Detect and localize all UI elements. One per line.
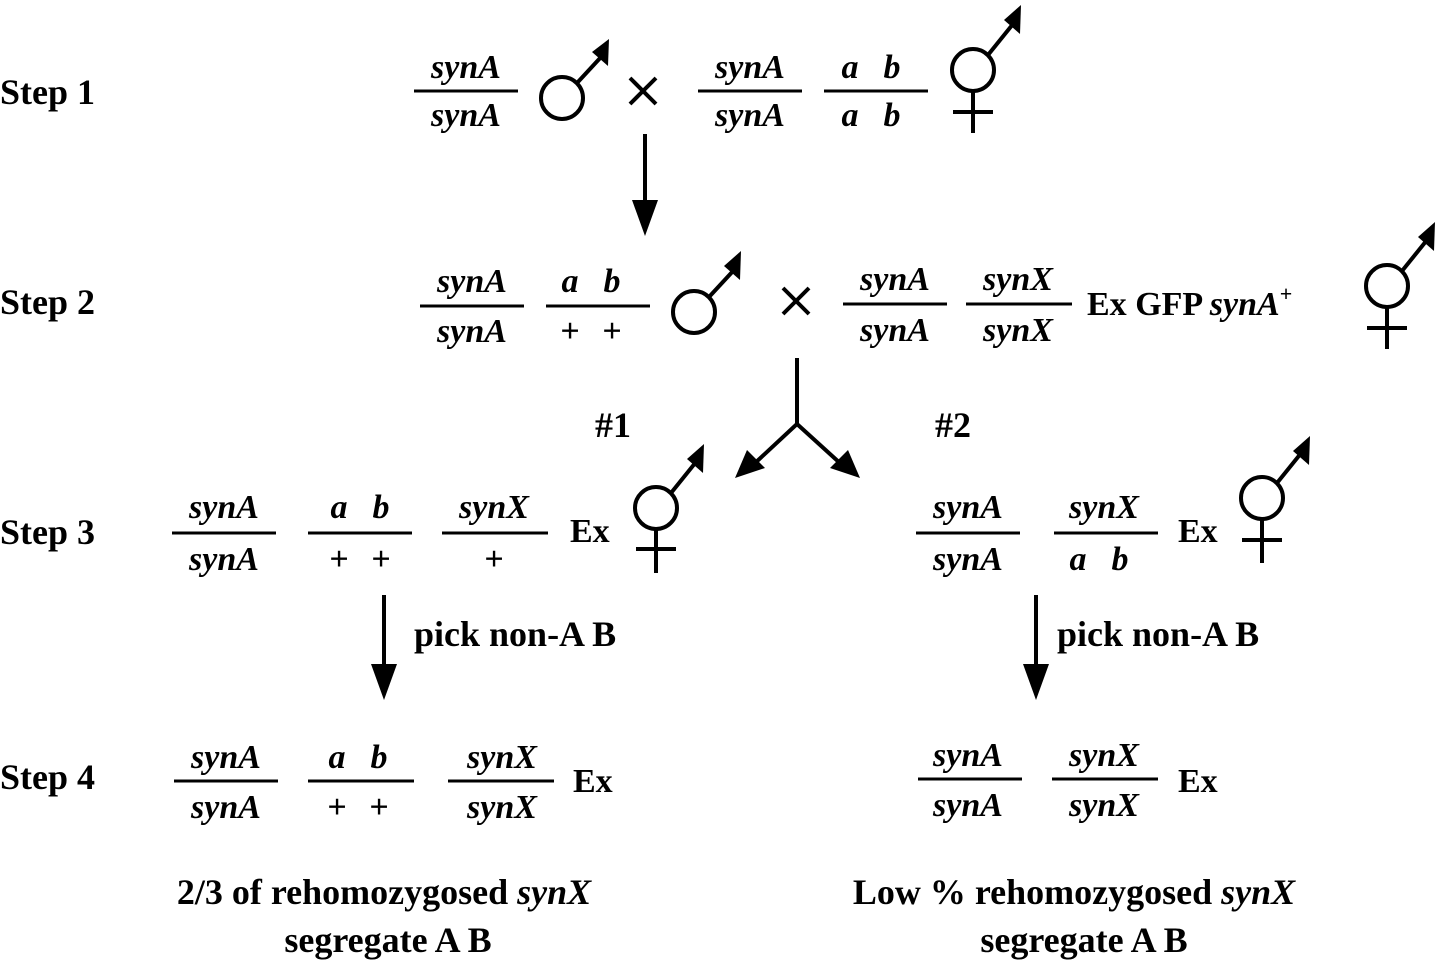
step-2-hermaphrodite-genotype-syn-x: synX synX: [966, 261, 1072, 349]
branch-1-label: #1: [595, 405, 631, 445]
gene-label: synA: [714, 97, 785, 134]
gene-label: +: [560, 313, 579, 350]
branch-arrows-icon: [735, 358, 860, 478]
gene-label: +: [329, 541, 348, 578]
gene-label: synA: [859, 312, 930, 349]
step-3-branch-2-genotype-syn-x: synX a b: [1054, 489, 1158, 578]
gene-label: b: [1112, 541, 1129, 578]
gene-label: synA: [932, 541, 1003, 578]
gene-label: a: [842, 97, 859, 134]
step-3-branch-1-genotype-syn-a: synA synA: [172, 489, 276, 578]
step-3-branch-2-genotype-syn-a: synA synA: [916, 489, 1020, 578]
hermaphrodite-symbol-icon: [950, 5, 1021, 133]
step-2-label: Step 2: [0, 282, 95, 322]
extrachromosomal-array-label: Ex: [1178, 513, 1218, 550]
gene-label: synA: [859, 261, 930, 298]
step-2-hermaphrodite-genotype-syn-a: synA synA: [843, 261, 947, 349]
step-4-label: Step 4: [0, 757, 95, 797]
gene-label: synA: [430, 97, 501, 134]
hermaphrodite-symbol-icon: [1364, 222, 1435, 349]
result-branch-1-line-2: segregate A B: [284, 920, 491, 960]
gene-label: +: [484, 541, 503, 578]
gene-label: a: [562, 263, 579, 300]
gene-label: synA: [436, 313, 507, 350]
gene-label: a: [1070, 541, 1087, 578]
gene-label: synA: [188, 541, 259, 578]
step-4-branch-1-genotype-syn-a: synA synA: [174, 739, 278, 826]
extrachromosomal-array-label: Ex: [570, 513, 610, 550]
step-3-branch-1-genotype-ab: a b + +: [308, 489, 412, 578]
branch-2-label: #2: [935, 405, 971, 445]
step-1-hermaphrodite-genotype-syn: synA synA: [698, 49, 802, 134]
result-branch-2-line-1: Low % rehomozygosed synX: [853, 872, 1296, 912]
hermaphrodite-symbol-icon: [1239, 436, 1310, 563]
step-4-branch-1-genotype-syn-x: synX synX: [448, 739, 554, 826]
cross-icon: [628, 76, 658, 106]
step-3-branch-1-genotype-syn-x: synX +: [442, 489, 548, 578]
gene-label: synA: [190, 739, 261, 776]
gene-label: synX: [982, 312, 1054, 349]
pick-instruction-branch-2: pick non-A B: [1057, 614, 1259, 654]
pick-instruction-branch-1: pick non-A B: [414, 614, 616, 654]
gene-label: +: [371, 541, 390, 578]
hermaphrodite-symbol-icon: [633, 444, 704, 573]
male-symbol-icon: [539, 39, 609, 121]
gene-label: synX: [982, 261, 1054, 298]
extrachromosomal-array-label: Ex GFP synA+: [1087, 281, 1292, 323]
arrow-down-icon: [371, 595, 397, 700]
step-2-male-genotype-ab: a b + +: [546, 263, 650, 350]
gene-label: synX: [466, 789, 538, 826]
step-4-branch-1-genotype-ab: a b + +: [308, 739, 414, 826]
result-branch-1-line-1: 2/3 of rehomozygosed synX: [177, 872, 592, 912]
gene-label: +: [602, 313, 621, 350]
cross-icon: [781, 286, 811, 316]
gene-label: +: [369, 789, 388, 826]
gene-label: +: [327, 789, 346, 826]
extrachromosomal-array-label: Ex: [1178, 763, 1218, 800]
arrow-down-icon: [632, 134, 658, 236]
step-3-label: Step 3: [0, 512, 95, 552]
gene-label: synA: [190, 789, 261, 826]
arrow-down-icon: [1023, 595, 1049, 700]
gene-label: synA: [188, 489, 259, 526]
gene-label: synX: [1068, 787, 1140, 824]
male-symbol-icon: [671, 251, 741, 335]
gene-label: a: [842, 49, 859, 86]
gene-label: synX: [1068, 489, 1140, 526]
gene-label: b: [884, 97, 901, 134]
gene-label: b: [884, 49, 901, 86]
gene-label: synX: [1068, 737, 1140, 774]
gene-label: synA: [932, 787, 1003, 824]
gene-label: synA: [932, 737, 1003, 774]
gene-label: synA: [932, 489, 1003, 526]
gene-label: synX: [466, 739, 538, 776]
gene-label: a: [331, 489, 348, 526]
extrachromosomal-array-label: Ex: [573, 763, 613, 800]
gene-label: b: [604, 263, 621, 300]
gene-label: b: [371, 739, 388, 776]
gene-label: synA: [436, 263, 507, 300]
step-4-branch-2-genotype-syn-x: synX synX: [1052, 737, 1158, 824]
step-4-branch-2-genotype-syn-a: synA synA: [918, 737, 1022, 824]
gene-label: synA: [430, 49, 501, 86]
step-1-hermaphrodite-genotype-ab: a b a b: [824, 49, 928, 134]
step-1-male-genotype: synA synA: [414, 49, 518, 134]
step-1-label: Step 1: [0, 72, 95, 112]
gene-label: b: [373, 489, 390, 526]
gene-label: synA: [714, 49, 785, 86]
gene-label: a: [329, 739, 346, 776]
result-branch-2-line-2: segregate A B: [980, 920, 1187, 960]
step-2-male-genotype-syn: synA synA: [420, 263, 524, 350]
gene-label: synX: [458, 489, 530, 526]
